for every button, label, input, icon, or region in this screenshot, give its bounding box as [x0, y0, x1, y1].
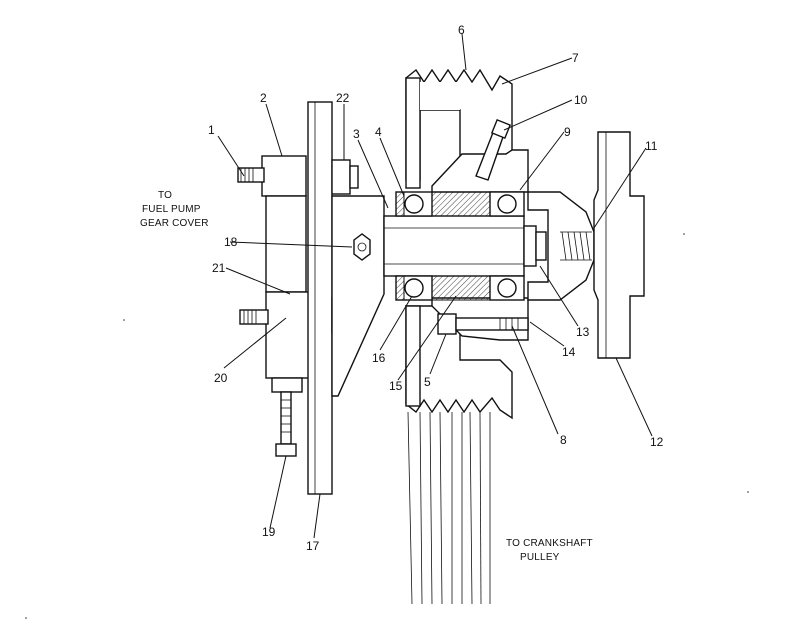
upper-stud	[237, 167, 265, 183]
front-bearing-lower	[395, 275, 433, 301]
callout-22: 22	[336, 91, 350, 105]
fan-flange	[593, 131, 645, 359]
callout-6: 6	[458, 23, 465, 37]
spring	[560, 231, 592, 261]
callout-8: 8	[560, 433, 567, 447]
callout-2: 2	[260, 91, 267, 105]
cap-screw	[437, 313, 529, 335]
callout-9: 9	[564, 125, 571, 139]
rear-bearing-upper	[489, 191, 525, 217]
callout-19: 19	[262, 525, 276, 539]
spacer-upper	[431, 191, 491, 217]
belts	[407, 411, 491, 605]
lower-stud	[239, 309, 269, 325]
callout-4: 4	[375, 125, 382, 139]
callout-21: 21	[212, 261, 226, 275]
callout-17: 17	[306, 539, 320, 553]
callout-1: 1	[208, 123, 215, 137]
spacer-lower	[431, 275, 491, 301]
shaft	[383, 215, 525, 277]
callout-18: 18	[224, 235, 238, 249]
mounting-bracket	[331, 195, 385, 397]
crankshaft-note: TO CRANKSHAFT PULLEY	[506, 538, 593, 563]
scan-specks	[25, 233, 749, 619]
leader-lines	[217, 33, 653, 539]
crankshaft-note-line1: TO CRANKSHAFT	[506, 538, 593, 549]
callout-5: 5	[424, 375, 431, 389]
fuel-pump-note-line3: GEAR COVER	[140, 218, 209, 229]
callout-20: 20	[214, 371, 228, 385]
support-plate	[307, 101, 333, 495]
fuel-pump-note: TO FUEL PUMP GEAR COVER	[140, 190, 209, 229]
callout-3: 3	[353, 127, 360, 141]
callout-16: 16	[372, 351, 386, 365]
fuel-pump-note-line2: FUEL PUMP	[142, 204, 201, 215]
callout-15: 15	[389, 379, 403, 393]
adjusting-screw	[275, 391, 297, 457]
callout-numbers: 1 2 3 4 5 6 7 8 9 10 11 12 13 14 15 16 1…	[208, 23, 664, 553]
plug	[353, 233, 371, 261]
callout-11: 11	[645, 139, 658, 153]
callout-10: 10	[574, 93, 588, 107]
drive-bracket	[261, 155, 311, 393]
grease-fitting	[475, 118, 512, 181]
fuel-pump-note-line1: TO	[158, 190, 172, 201]
front-bearing-upper	[395, 191, 433, 217]
upper-nut	[331, 159, 359, 195]
hub	[523, 191, 595, 301]
crankshaft-note-line2: PULLEY	[520, 552, 560, 563]
callout-13: 13	[576, 325, 590, 339]
callout-14: 14	[562, 345, 576, 359]
rear-bearing-lower	[489, 275, 525, 301]
callout-7: 7	[572, 51, 579, 65]
callout-12: 12	[650, 435, 664, 449]
